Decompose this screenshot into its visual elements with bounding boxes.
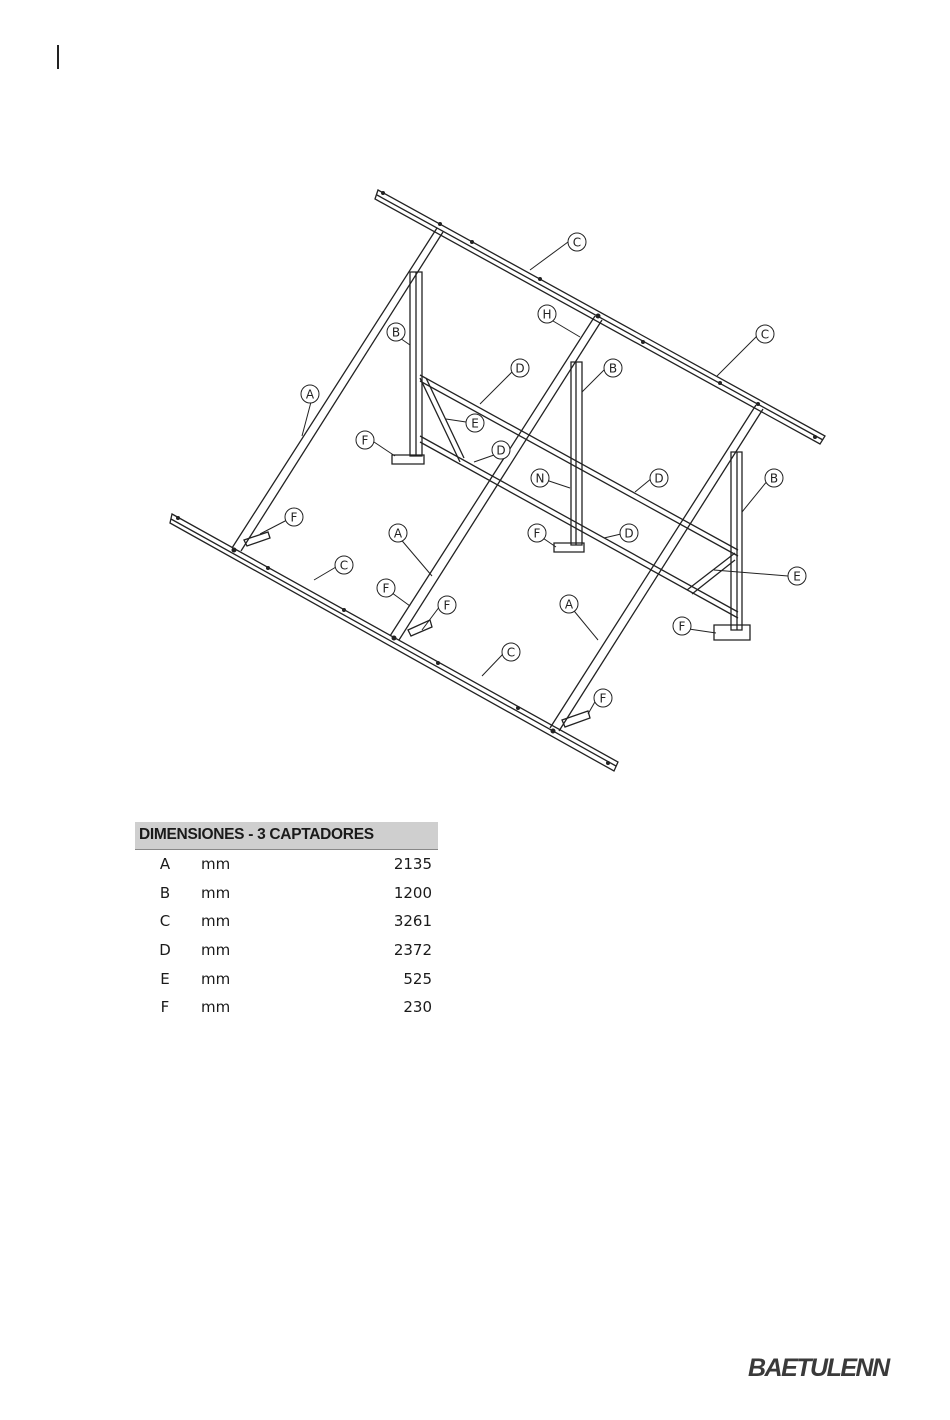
callout-c-top-1: C [568, 233, 586, 251]
dimension-letter: E [135, 964, 195, 993]
svg-text:A: A [306, 388, 315, 402]
dimension-letter: D [135, 936, 195, 965]
foot-f-parts [244, 455, 750, 727]
svg-text:N: N [536, 472, 545, 486]
callout-f-5: F [438, 596, 456, 614]
dimension-unit: mm [195, 879, 281, 908]
callout-e-right: E [788, 567, 806, 585]
callout-d-4: D [620, 524, 638, 542]
dimension-unit: mm [195, 850, 281, 879]
rail-c-bottom [170, 514, 618, 771]
dimensions-table-header-row: DIMENSIONES - 3 CAPTADORES [135, 822, 438, 850]
svg-text:D: D [496, 444, 505, 458]
beam-d-lower [420, 436, 738, 618]
callout-a-left: A [301, 385, 319, 403]
svg-text:A: A [565, 598, 574, 612]
table-row: C mm 3261 [135, 907, 438, 936]
callout-d-3: D [650, 469, 668, 487]
callout-b-left: B [387, 323, 405, 341]
svg-text:F: F [362, 434, 369, 448]
svg-text:H: H [542, 308, 551, 322]
callout-e-left: E [466, 414, 484, 432]
callout-b-right: B [765, 469, 783, 487]
dimension-value: 525 [281, 964, 438, 993]
svg-text:E: E [471, 417, 479, 431]
callout-h: H [538, 305, 556, 323]
callout-a-right: A [560, 595, 578, 613]
callout-b-middle: B [604, 359, 622, 377]
callout-c-bottom-1: C [335, 556, 353, 574]
frame-assembly-drawing: C C H B D B A E F D N D [0, 0, 950, 800]
dimension-letter: B [135, 879, 195, 908]
callout-c-bottom-2: C [502, 643, 520, 661]
callout-a-middle: A [389, 524, 407, 542]
svg-text:F: F [534, 527, 541, 541]
dimension-letter: A [135, 850, 195, 879]
dimension-letter: C [135, 907, 195, 936]
callout-f-1: F [356, 431, 374, 449]
table-row: E mm 525 [135, 964, 438, 993]
svg-text:D: D [515, 362, 524, 376]
brand-logo: BAETULENN [748, 1353, 906, 1383]
dimension-value: 1200 [281, 879, 438, 908]
callout-f-3: F [528, 524, 546, 542]
callout-c-top-2: C [756, 325, 774, 343]
dimension-value: 3261 [281, 907, 438, 936]
callout-n: N [531, 469, 549, 487]
callout-f-7: F [594, 689, 612, 707]
svg-text:F: F [383, 582, 390, 596]
callout-f-4: F [377, 579, 395, 597]
table-row: D mm 2372 [135, 936, 438, 965]
dimension-unit: mm [195, 936, 281, 965]
svg-text:B: B [392, 326, 400, 340]
beam-a-left [232, 228, 443, 551]
beam-d-upper [420, 375, 738, 556]
callout-d-2: D [492, 441, 510, 459]
svg-text:A: A [394, 527, 403, 541]
dimensions-table: DIMENSIONES - 3 CAPTADORES A mm 2135 B m… [135, 822, 438, 1022]
svg-text:C: C [761, 328, 769, 342]
dimension-unit: mm [195, 907, 281, 936]
svg-text:D: D [624, 527, 633, 541]
svg-text:F: F [444, 599, 451, 613]
svg-text:C: C [573, 236, 581, 250]
post-b-right [731, 452, 742, 630]
callout-f-6: F [673, 617, 691, 635]
svg-text:E: E [793, 570, 801, 584]
dimensions-table-title: DIMENSIONES - 3 CAPTADORES [135, 822, 438, 850]
callout-f-2: F [285, 508, 303, 526]
svg-text:F: F [291, 511, 298, 525]
dimension-unit: mm [195, 993, 281, 1022]
post-b-left [410, 272, 422, 456]
callout-d-1: D [511, 359, 529, 377]
svg-text:C: C [340, 559, 348, 573]
dimension-unit: mm [195, 964, 281, 993]
dimension-value: 230 [281, 993, 438, 1022]
svg-text:F: F [679, 620, 686, 634]
brace-e-left [420, 378, 464, 462]
table-row: B mm 1200 [135, 879, 438, 908]
dimension-value: 2135 [281, 850, 438, 879]
table-row: A mm 2135 [135, 850, 438, 879]
post-b-middle [571, 362, 582, 545]
svg-text:B: B [609, 362, 617, 376]
dimension-value: 2372 [281, 936, 438, 965]
svg-text:B: B [770, 472, 778, 486]
dimension-letter: F [135, 993, 195, 1022]
svg-text:C: C [507, 646, 515, 660]
table-row: F mm 230 [135, 993, 438, 1022]
svg-text:D: D [654, 472, 663, 486]
svg-text:F: F [600, 692, 607, 706]
